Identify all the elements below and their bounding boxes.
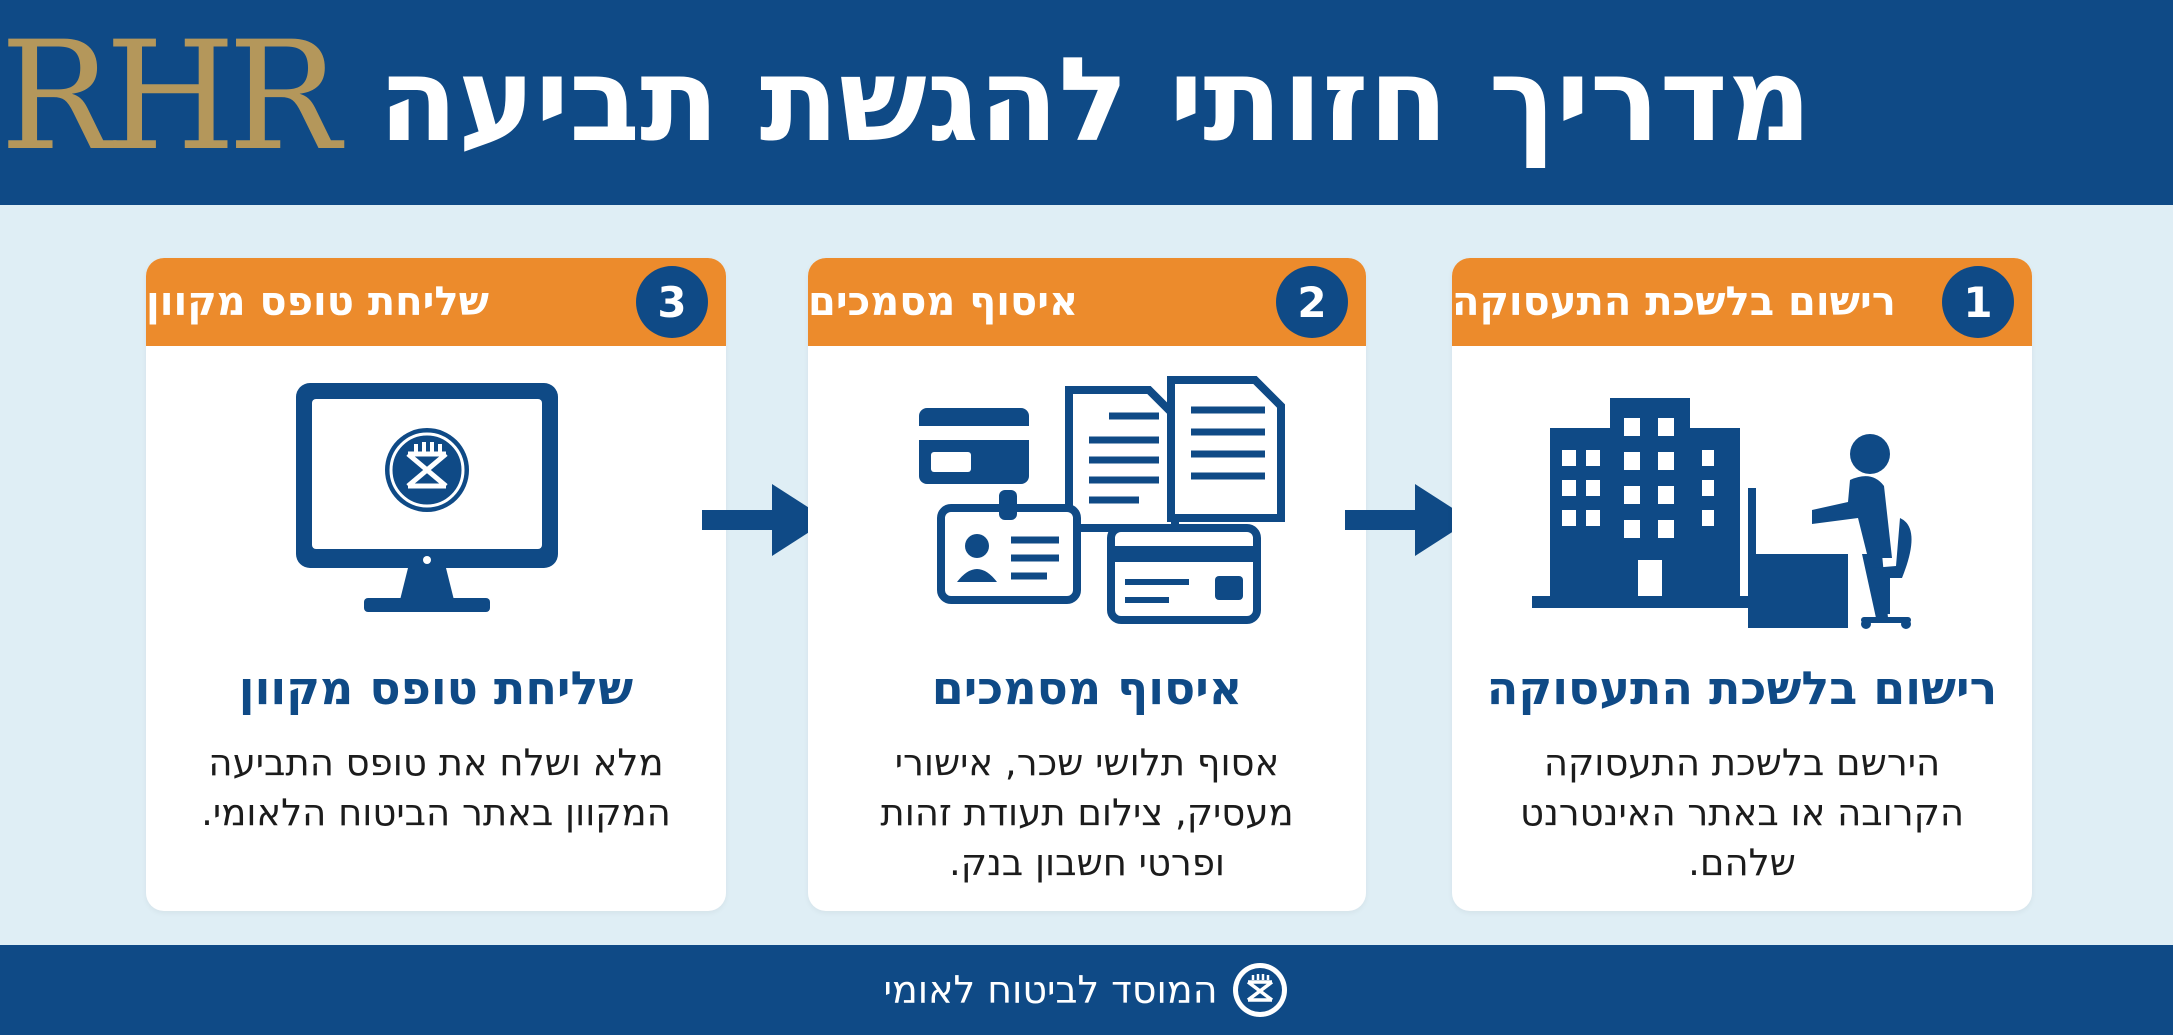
page-title: מדריך חזותי להגשת תביעה (378, 32, 1812, 168)
step-number-badge: 1 (1942, 266, 2014, 338)
step-description: הירשם בלשכת התעסוקה הקרובה או באתר האינט… (1519, 741, 1965, 884)
step-header: שליחת טופס מקוון 3 (146, 258, 726, 346)
header-banner: RHR מדריך חזותי להגשת תביעה (0, 0, 2173, 205)
brand-logo: RHR (0, 10, 341, 184)
step-header: איסוף מסמכים 2 (808, 258, 1366, 346)
documents-cards-icon (919, 376, 1285, 624)
step-number-badge: 2 (1276, 266, 1348, 338)
arrow-right-icon (1345, 484, 1471, 556)
footer-text: המוסד לביטוח לאומי (883, 968, 1218, 1012)
step-card-3: שליחת טופס מקוון 3 שליחת טופס מקוון מלא … (146, 258, 726, 911)
step-title: איסוף מסמכים (931, 661, 1243, 715)
step-number-badge: 3 (636, 266, 708, 338)
step-header-label: רישום בלשכת התעסוקה (1452, 279, 1896, 325)
step-header-label: שליחת טופס מקוון (146, 279, 489, 325)
step-title: שליחת טופס מקוון (238, 661, 634, 715)
footer-banner: המוסד לביטוח לאומי (0, 945, 2173, 1035)
national-insurance-logo-icon (1232, 963, 1287, 1017)
step-card-2: איסוף מסמכים 2 איסוף מסמכים אסוף תלושי ש… (808, 258, 1366, 911)
step-card-1: רישום בלשכת התעסוקה 1 רישום בל (1452, 258, 2032, 911)
step-title: רישום בלשכת התעסוקה (1486, 661, 1998, 715)
step-header: רישום בלשכת התעסוקה 1 (1452, 258, 2032, 346)
arrow-right-icon (702, 484, 828, 556)
step-header-label: איסוף מסמכים (808, 279, 1079, 325)
computer-monitor-icon (296, 383, 558, 612)
step-description: אסוף תלושי שכר, אישורי מעסיק, צילום תעוד… (880, 741, 1294, 884)
step-description: מלא ושלח את טופס התביעה המקוון באתר הביט… (201, 741, 671, 834)
office-building-worker-icon (1532, 398, 1912, 629)
